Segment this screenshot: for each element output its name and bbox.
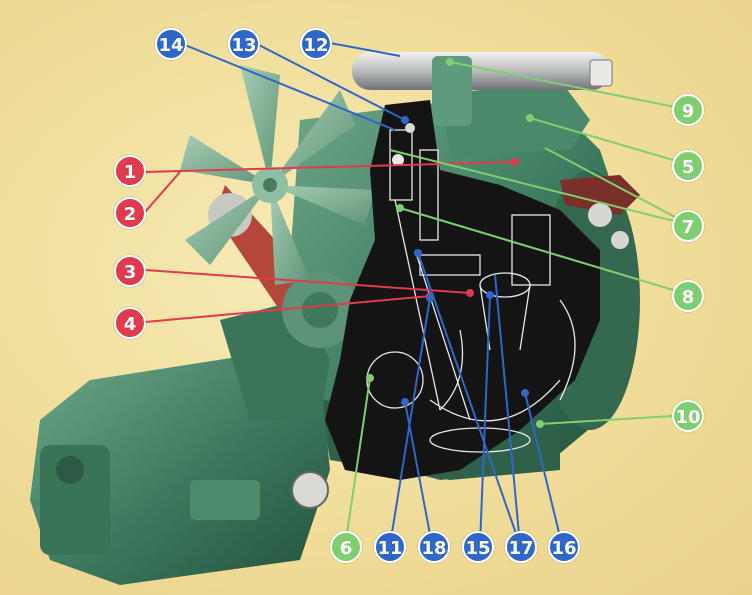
callout-1: 1	[114, 155, 146, 187]
cooling-fan	[180, 65, 375, 285]
callout-10: 10	[672, 400, 704, 432]
callout-13: 13	[228, 28, 260, 60]
callout-17: 17	[505, 531, 537, 563]
callout-18: 18	[418, 531, 450, 563]
callout-6: 6	[330, 531, 362, 563]
callout-3: 3	[114, 255, 146, 287]
green-leaders	[344, 61, 691, 548]
callout-15: 15	[462, 531, 494, 563]
blue-leaders	[179, 42, 563, 546]
air-filter	[352, 52, 610, 90]
cutaway-section	[325, 100, 600, 480]
callout-4: 4	[114, 307, 146, 339]
callout-8: 8	[672, 280, 704, 312]
callout-14: 14	[155, 28, 187, 60]
callout-12: 12	[300, 28, 332, 60]
callout-5: 5	[672, 150, 704, 182]
red-leaders	[144, 161, 516, 323]
valve-cover	[440, 80, 590, 155]
callout-2: 2	[114, 197, 146, 229]
callout-9: 9	[672, 94, 704, 126]
callout-7: 7	[672, 210, 704, 242]
callout-11: 11	[374, 531, 406, 563]
callout-16: 16	[548, 531, 580, 563]
